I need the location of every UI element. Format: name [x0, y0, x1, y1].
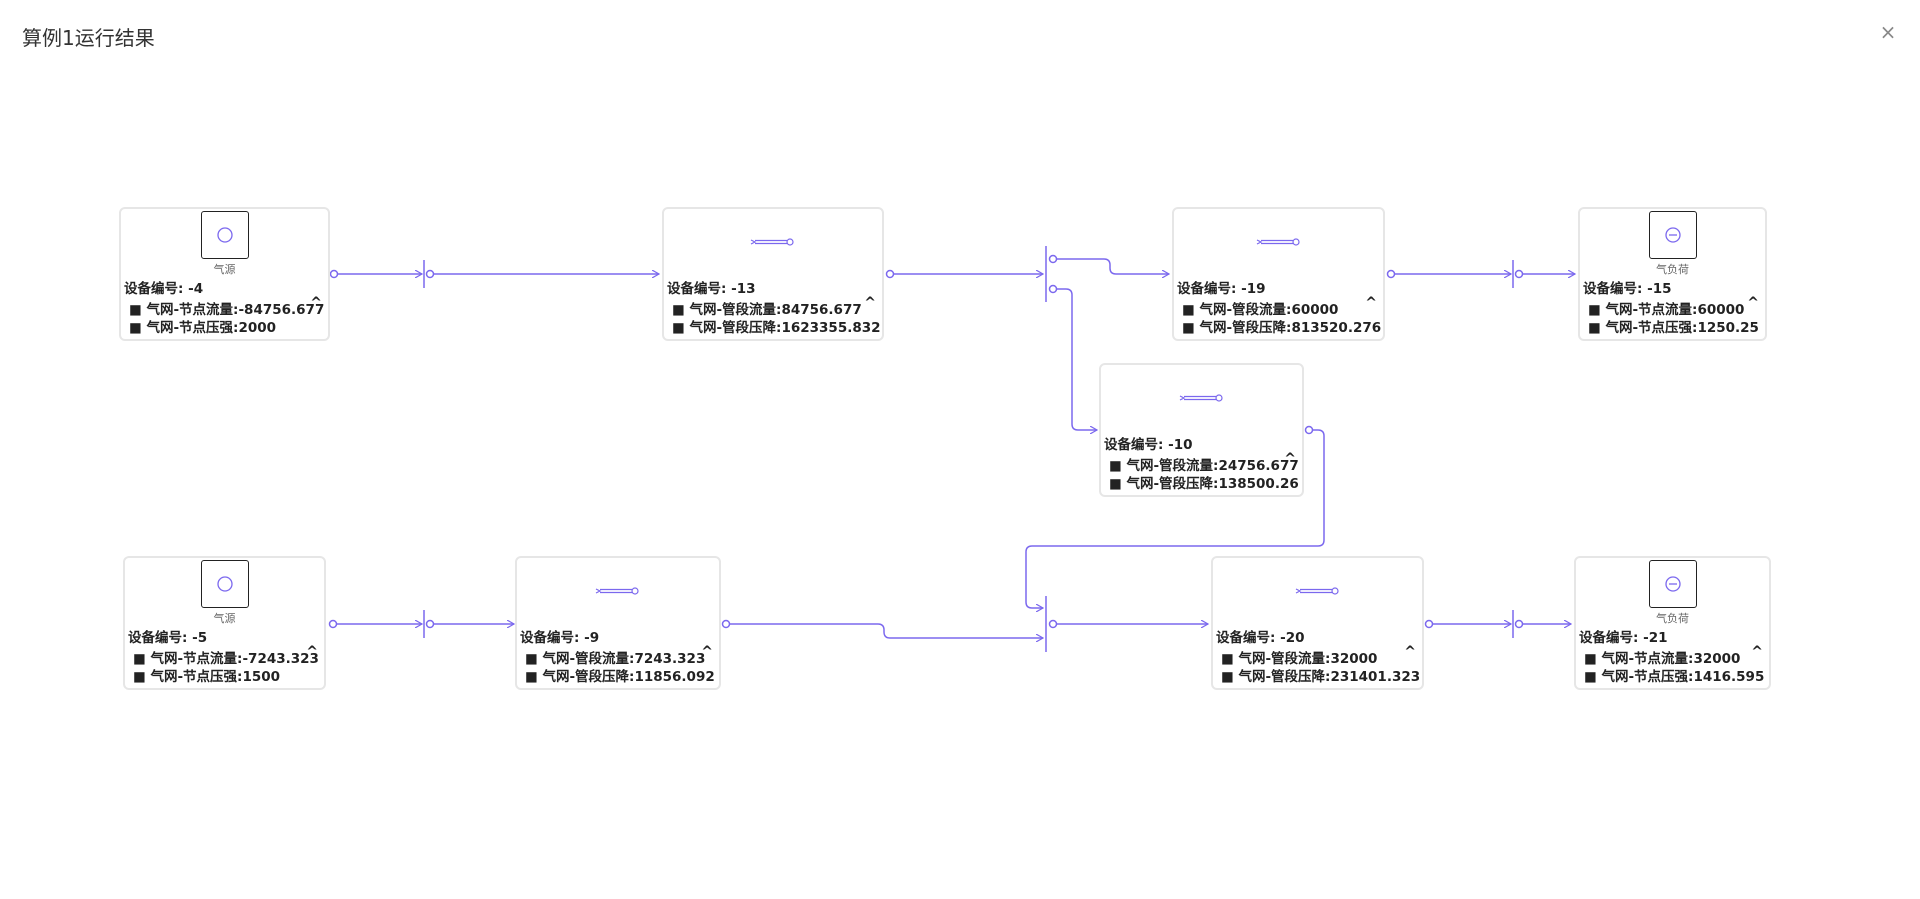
- node-source-4[interactable]: 气源 设备编号: -4 ■ 气网-节点流量:-84756.677 ■ 气网-节点…: [119, 207, 330, 341]
- port: [1304, 425, 1314, 435]
- attr-pressure: ■ 气网-节点压强:1250.25: [1588, 320, 1759, 336]
- node-source-5[interactable]: 气源 设备编号: -5 ■ 气网-节点流量:-7243.323 ■ 气网-节点压…: [123, 556, 326, 690]
- collapse-toggle[interactable]: ^: [1747, 295, 1759, 311]
- pipe-icon: [1295, 587, 1339, 595]
- node-pipe-9[interactable]: 设备编号: -9 ■ 气网-管段流量:7243.323 ■ 气网-管段压降:11…: [515, 556, 721, 690]
- dialog-title: 算例1运行结果: [22, 26, 155, 50]
- collapse-toggle[interactable]: ^: [1284, 451, 1296, 467]
- attr-pressure-drop: ■ 气网-管段压降:11856.092: [525, 669, 715, 685]
- port: [885, 269, 895, 279]
- node-load-21[interactable]: 气负荷 设备编号: -21 ■ 气网-节点流量:32000 ■ 气网-节点压强:…: [1574, 556, 1771, 690]
- attr-flow: ■ 气网-管段流量:7243.323: [525, 651, 706, 667]
- device-id: 设备编号: -15: [1583, 281, 1672, 297]
- collapse-toggle[interactable]: ^: [1751, 644, 1763, 660]
- collapse-toggle[interactable]: ^: [306, 644, 318, 660]
- pipe-icon: [1256, 238, 1300, 246]
- device-id: 设备编号: -13: [667, 281, 756, 297]
- port: [1514, 269, 1524, 279]
- port: [1048, 254, 1058, 264]
- attr-pressure-drop: ■ 气网-管段压降:138500.26: [1109, 476, 1299, 492]
- attr-pressure-drop: ■ 气网-管段压降:231401.323: [1221, 669, 1421, 685]
- node-type-label: 气负荷: [1656, 263, 1689, 276]
- close-icon[interactable]: ×: [1879, 20, 1897, 44]
- node-pipe-10[interactable]: 设备编号: -10 ■ 气网-管段流量:24756.677 ■ 气网-管段压降:…: [1099, 363, 1304, 497]
- node-type-label: 气源: [213, 263, 236, 276]
- node-pipe-20[interactable]: 设备编号: -20 ■ 气网-管段流量:32000 ■ 气网-管段压降:2314…: [1211, 556, 1424, 690]
- device-id: 设备编号: -21: [1579, 630, 1668, 646]
- port: [1048, 619, 1058, 629]
- node-type-label: 气源: [213, 612, 236, 625]
- device-id: 设备编号: -5: [128, 630, 208, 646]
- device-id: 设备编号: -20: [1216, 630, 1305, 646]
- device-id: 设备编号: -4: [124, 281, 204, 297]
- port: [1424, 619, 1434, 629]
- port: [425, 619, 435, 629]
- edge-bus-to-n10: [1056, 288, 1097, 430]
- pipe-icon: [750, 238, 794, 246]
- node-type-label: 气负荷: [1656, 612, 1689, 625]
- attr-flow: ■ 气网-节点流量:-84756.677: [129, 302, 325, 318]
- attr-flow: ■ 气网-管段流量:84756.677: [672, 302, 862, 318]
- attr-flow: ■ 气网-管段流量:32000: [1221, 651, 1378, 667]
- attr-pressure: ■ 气网-节点压强:1500: [133, 669, 281, 685]
- port: [329, 269, 339, 279]
- attr-pressure: ■ 气网-节点压强:2000: [129, 320, 277, 336]
- collapse-toggle[interactable]: ^: [864, 295, 876, 311]
- collapse-toggle[interactable]: ^: [1365, 295, 1377, 311]
- collapse-toggle[interactable]: ^: [1404, 644, 1416, 660]
- attr-pressure: ■ 气网-节点压强:1416.595: [1584, 669, 1765, 685]
- gas-source-icon: [200, 560, 249, 608]
- attr-flow: ■ 气网-节点流量:60000: [1588, 302, 1745, 318]
- attr-flow: ■ 气网-节点流量:32000: [1584, 651, 1741, 667]
- port: [425, 269, 435, 279]
- port: [1514, 619, 1524, 629]
- node-load-15[interactable]: 气负荷 设备编号: -15 ■ 气网-节点流量:60000 ■ 气网-节点压强:…: [1578, 207, 1767, 341]
- port: [1386, 269, 1396, 279]
- gas-source-icon: [200, 211, 249, 259]
- attr-pressure-drop: ■ 气网-管段压降:813520.276: [1182, 320, 1382, 336]
- attr-flow: ■ 气网-管段流量:24756.677: [1109, 458, 1299, 474]
- device-id: 设备编号: -10: [1104, 437, 1193, 453]
- node-pipe-19[interactable]: 设备编号: -19 ■ 气网-管段流量:60000 ■ 气网-管段压降:8135…: [1172, 207, 1385, 341]
- collapse-toggle[interactable]: ^: [310, 295, 322, 311]
- device-id: 设备编号: -9: [520, 630, 600, 646]
- pipe-icon: [595, 587, 639, 595]
- port: [328, 619, 338, 629]
- pipe-icon: [1179, 394, 1223, 402]
- edge-n10-to-bus2: [1025, 429, 1325, 608]
- attr-pressure-drop: ■ 气网-管段压降:1623355.832: [672, 320, 881, 336]
- gas-load-icon: [1648, 211, 1697, 259]
- edge-bus-to-n19: [1056, 258, 1169, 274]
- attr-flow: ■ 气网-节点流量:-7243.323: [133, 651, 319, 667]
- attr-flow: ■ 气网-管段流量:60000: [1182, 302, 1339, 318]
- node-pipe-13[interactable]: 设备编号: -13 ■ 气网-管段流量:84756.677 ■ 气网-管段压降:…: [662, 207, 884, 341]
- port: [1048, 284, 1058, 294]
- collapse-toggle[interactable]: ^: [701, 644, 713, 660]
- device-id: 设备编号: -19: [1177, 281, 1266, 297]
- edge-n9-to-bus2: [729, 623, 1043, 638]
- port: [721, 619, 731, 629]
- gas-load-icon: [1648, 560, 1697, 608]
